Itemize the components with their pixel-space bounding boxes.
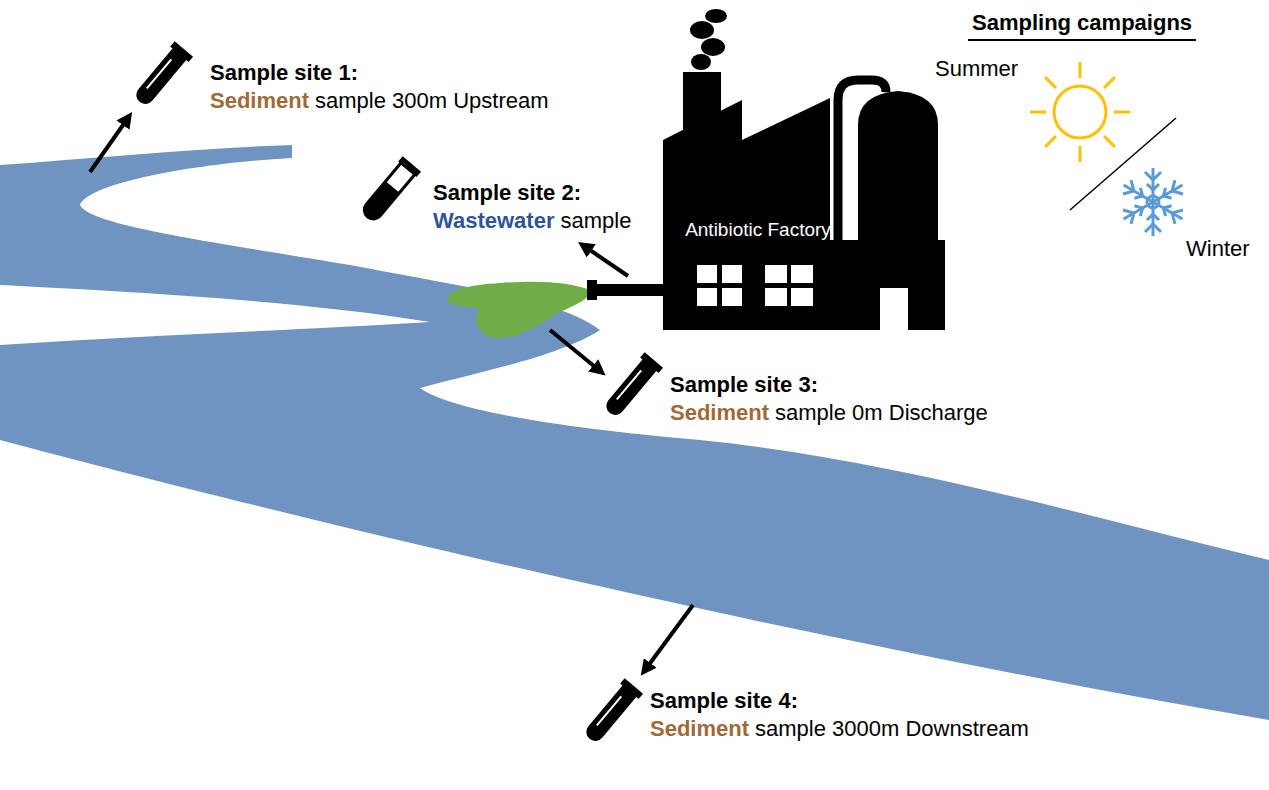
pointer-arrow xyxy=(90,118,693,670)
test-tube xyxy=(603,359,657,419)
sun-symbol xyxy=(1045,77,1056,88)
factory-label-box: Antibiotic Factory xyxy=(664,212,852,248)
factory-silhouette xyxy=(690,21,714,39)
test-tube xyxy=(597,696,621,725)
factory-windows xyxy=(697,288,717,306)
legend-label: Summer xyxy=(935,56,1018,82)
test-tube xyxy=(358,156,421,224)
sun-symbol xyxy=(1079,62,1082,78)
sun-symbol xyxy=(1104,136,1115,147)
outfall-pipe xyxy=(587,280,597,300)
sample-description: sample 0m Discharge xyxy=(775,400,988,426)
factory-windows xyxy=(791,288,813,306)
test-tube xyxy=(617,370,641,399)
test-tube xyxy=(361,181,400,222)
factory-windows xyxy=(791,265,813,283)
sun-symbol xyxy=(1045,136,1056,147)
sample-description: sample xyxy=(560,208,631,234)
sample-description: sample 300m Upstream xyxy=(315,88,549,114)
effluent-plume xyxy=(448,282,590,338)
outfall-pipe xyxy=(587,280,664,300)
test-tube xyxy=(147,59,171,88)
test-tube xyxy=(398,156,421,177)
snowflake-symbol xyxy=(1120,178,1157,209)
sun-symbol xyxy=(1104,77,1115,88)
factory-name: Antibiotic Factory xyxy=(685,219,831,241)
outfall-pipe xyxy=(592,284,664,296)
factory-silhouette xyxy=(838,80,886,240)
snowflake-symbol xyxy=(1147,196,1159,208)
test-tube xyxy=(640,352,663,373)
sun-symbol xyxy=(1114,111,1130,114)
test-tube xyxy=(600,352,663,420)
test-tube xyxy=(580,678,643,746)
river xyxy=(0,145,1269,720)
site-heading: Sample site 1: xyxy=(210,60,358,86)
factory-windows xyxy=(765,288,787,306)
site-heading: Sample site 2: xyxy=(433,180,581,206)
snowflake-symbol xyxy=(1149,195,1186,226)
sample-description: sample 3000m Downstream xyxy=(755,716,1029,742)
site-heading: Sample site 4: xyxy=(650,688,798,714)
sun-symbol xyxy=(1030,62,1130,162)
snowflake-symbol xyxy=(1145,172,1161,180)
snowflake-symbol xyxy=(1147,184,1159,190)
factory-windows xyxy=(697,265,717,283)
sample-type: Sediment xyxy=(210,88,309,114)
test-tube xyxy=(620,678,643,699)
sample-type: Sediment xyxy=(670,400,769,426)
factory-silhouette xyxy=(663,9,945,330)
site-heading: Sample site 3: xyxy=(670,372,818,398)
snowflake-symbol xyxy=(1120,168,1187,236)
factory-silhouette xyxy=(691,54,711,70)
pointer-arrow xyxy=(584,246,628,276)
section-heading: Sampling campaigns xyxy=(968,10,1196,41)
test-tube xyxy=(170,41,193,62)
factory-windows xyxy=(880,288,908,331)
sample-type: Wastewater xyxy=(433,208,554,234)
test-tube xyxy=(133,48,187,108)
factory-windows xyxy=(722,288,742,306)
factory-windows xyxy=(765,265,787,283)
pointer-arrow xyxy=(550,330,600,371)
pointer-arrow xyxy=(90,118,128,172)
factory-silhouette xyxy=(701,38,725,56)
factory-windows xyxy=(722,265,742,283)
legend-label: Winter xyxy=(1186,236,1250,262)
sun-symbol xyxy=(1054,86,1106,138)
factory-silhouette xyxy=(705,9,727,23)
factory-windows xyxy=(697,265,908,331)
test-tube xyxy=(361,163,415,223)
test-tube xyxy=(130,41,193,109)
test-tube xyxy=(583,685,637,745)
pointer-arrow xyxy=(645,605,693,670)
sun-symbol xyxy=(1030,111,1046,114)
factory-silhouette xyxy=(858,91,938,250)
sun-symbol xyxy=(1079,146,1082,162)
sample-type: Sediment xyxy=(650,716,749,742)
